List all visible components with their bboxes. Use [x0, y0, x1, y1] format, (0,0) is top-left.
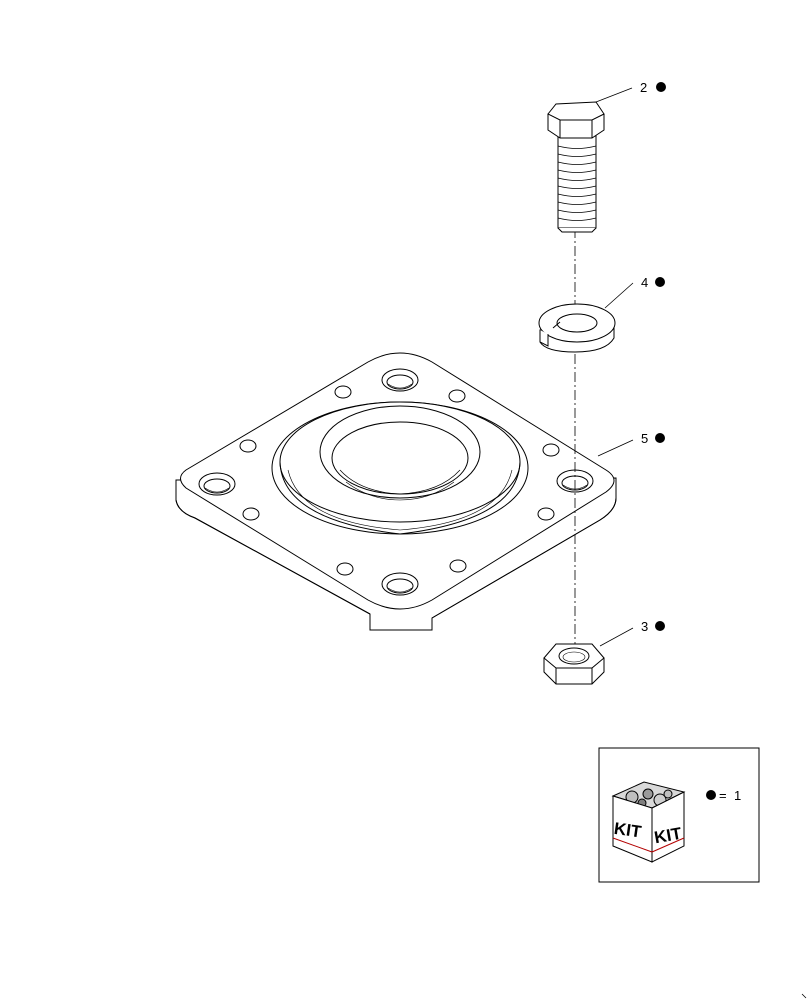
threaded-hole [198, 472, 236, 496]
kit-dot-icon [655, 621, 665, 631]
kit-dot-icon [656, 82, 666, 92]
legend-equals: = [719, 788, 727, 803]
callout-number: 3 [641, 619, 648, 634]
kit-box-label-left: KIT [613, 819, 643, 842]
leader-line [604, 282, 634, 309]
hex-nut [543, 643, 605, 685]
split-lock-washer [538, 303, 616, 353]
flange-bearing-housing [175, 352, 617, 631]
callout-part-3: 3 [599, 619, 665, 647]
leader-line [595, 87, 633, 103]
corner-mark [801, 993, 807, 999]
kit-legend: KIT KIT = 1 [598, 747, 760, 883]
kit-box-icon [611, 781, 686, 863]
callout-number: 2 [640, 80, 647, 95]
kit-dot-icon [706, 790, 716, 800]
hex-bolt [547, 101, 605, 233]
callout-part-2: 2 [595, 80, 666, 103]
kit-dot-icon [655, 433, 665, 443]
callout-number: 4 [641, 275, 648, 290]
flange-threaded-holes [198, 368, 594, 596]
leader-line [597, 439, 634, 457]
kit-box-label-right: KIT [653, 824, 684, 848]
kit-dot-icon [655, 277, 665, 287]
legend-quantity: 1 [734, 788, 741, 803]
threaded-hole [381, 368, 419, 392]
leader-line [599, 627, 634, 647]
callout-part-5: 5 [597, 431, 665, 457]
flange-small-holes [239, 385, 560, 576]
threaded-hole [381, 572, 419, 596]
callout-part-4: 4 [604, 275, 665, 309]
callout-number: 5 [641, 431, 648, 446]
